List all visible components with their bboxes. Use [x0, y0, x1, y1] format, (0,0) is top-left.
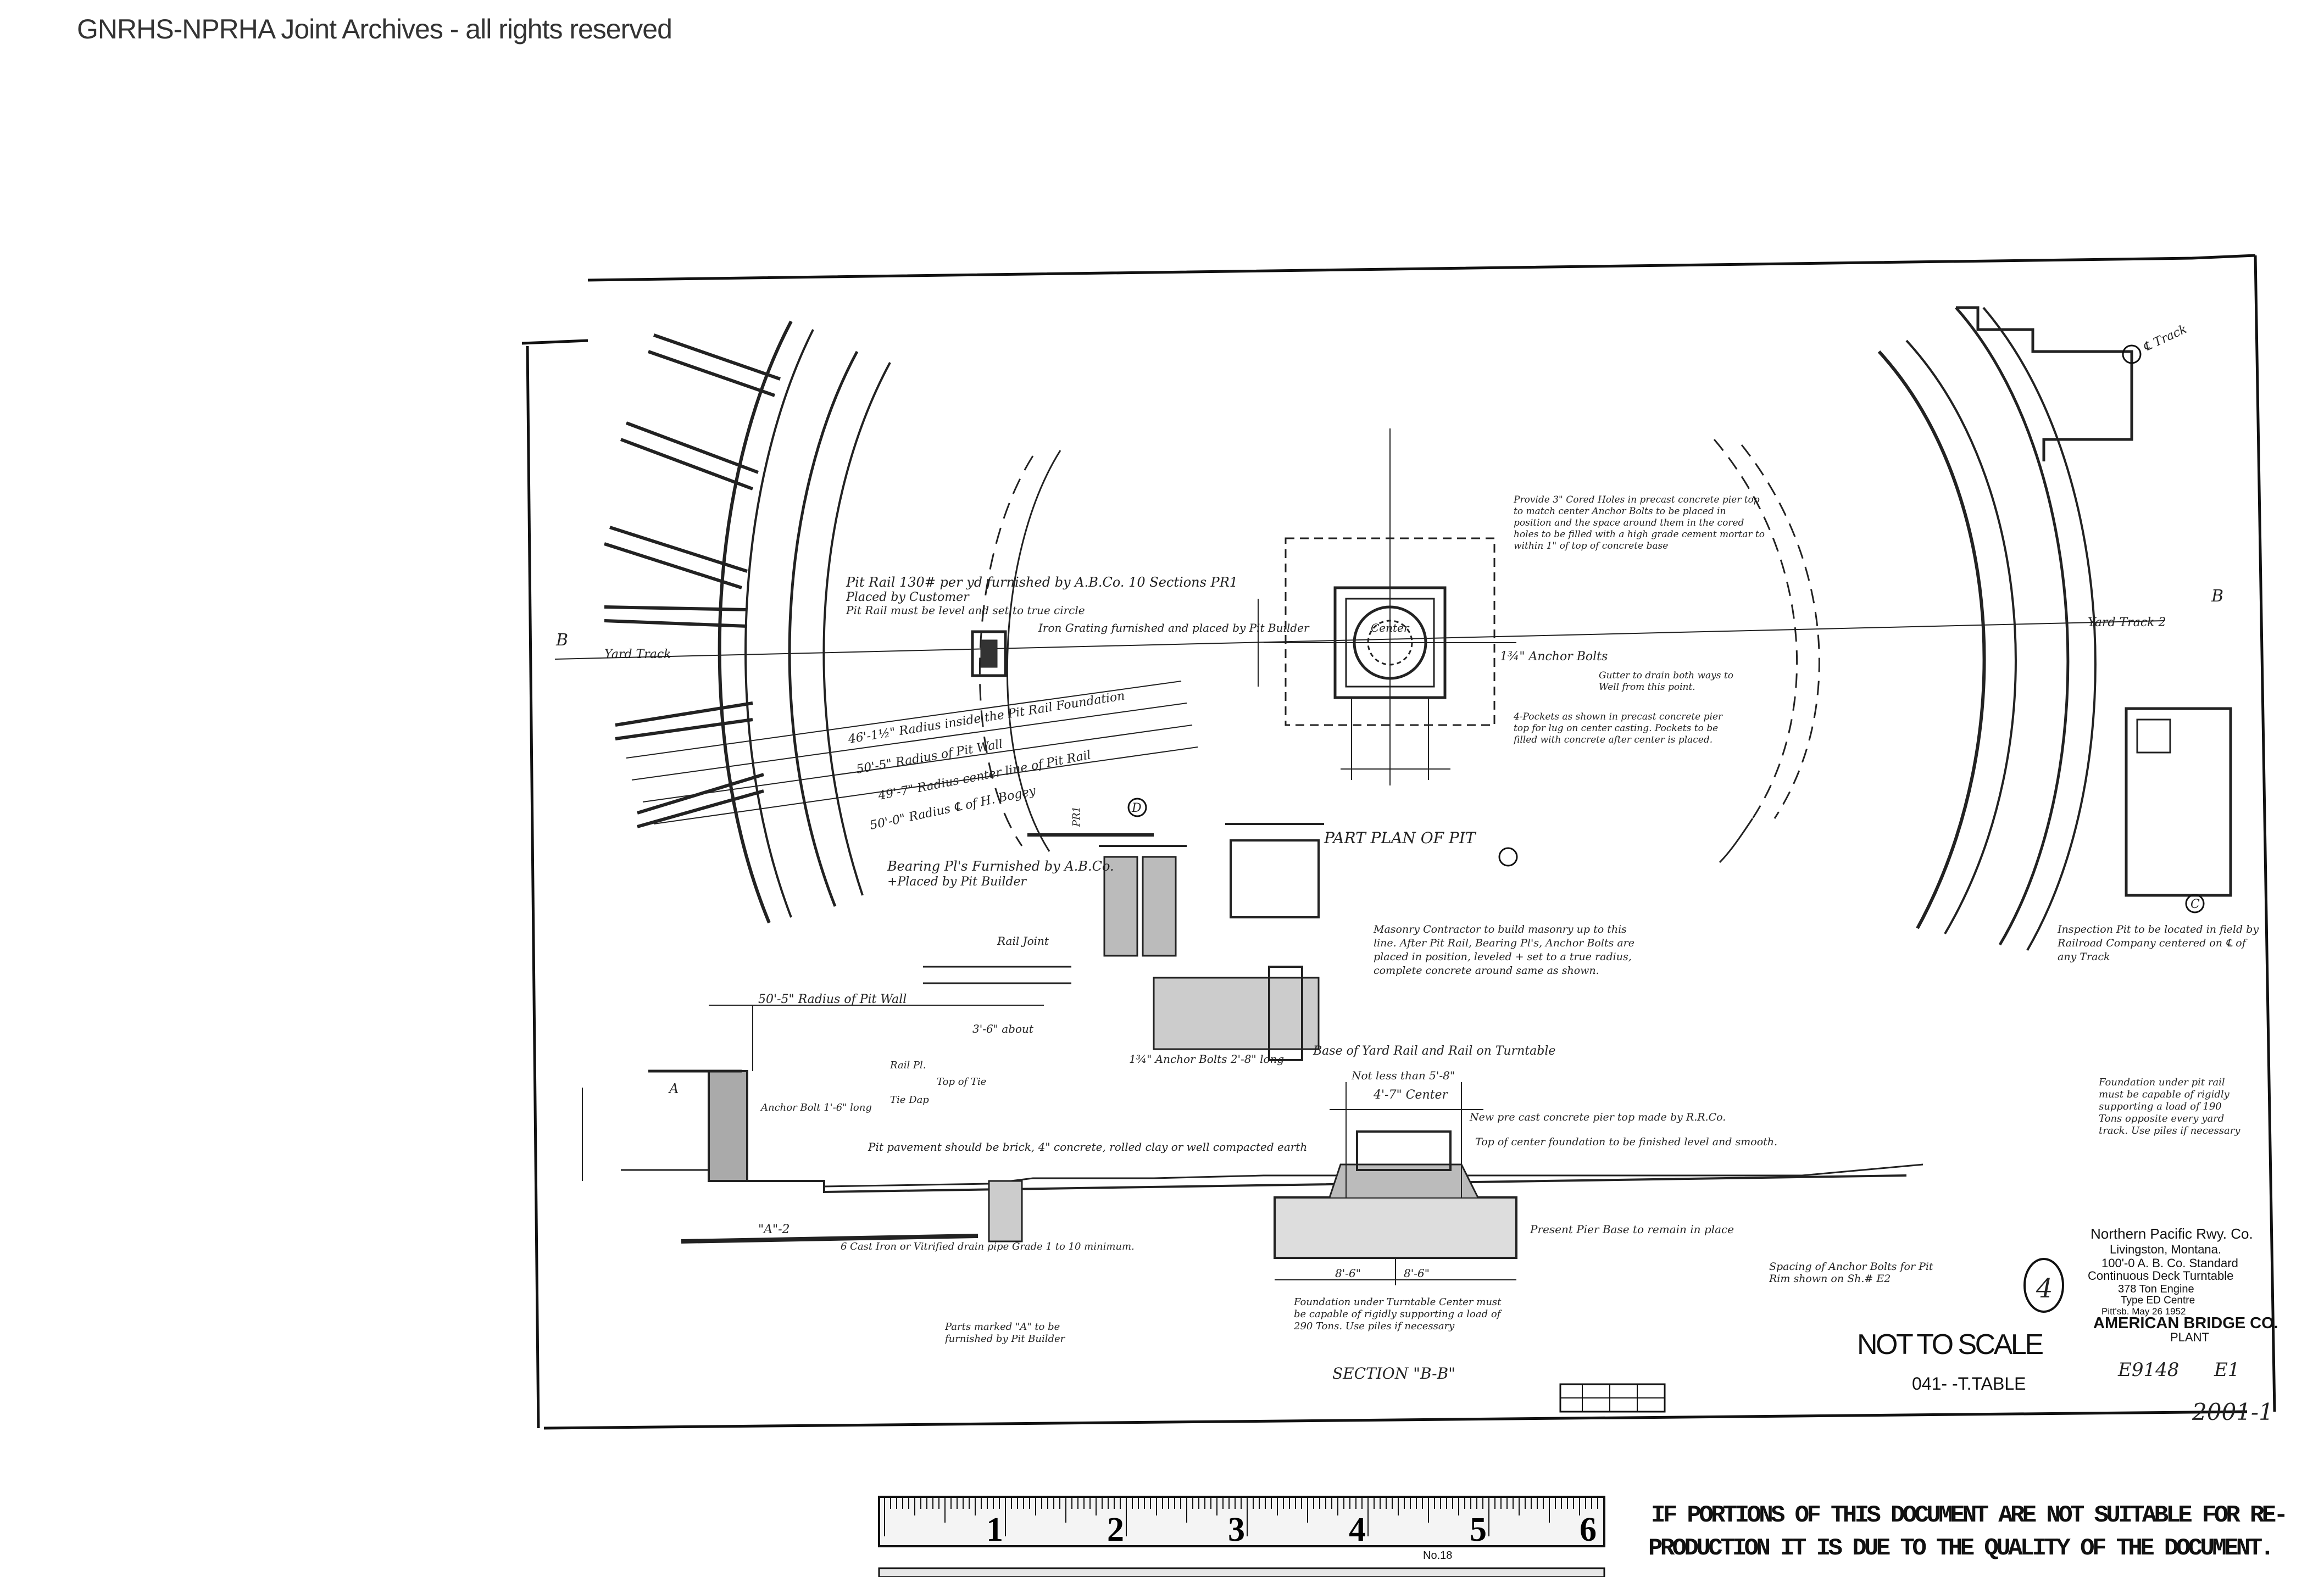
note-placed-pit-builder: +Placed by Pit Builder	[887, 875, 1027, 889]
title-standard: 100'-0 A. B. Co. Standard	[2101, 1256, 2238, 1270]
note-spacing-text: Spacing of Anchor Bolts for Pit Rim show…	[1769, 1261, 1933, 1285]
note-anchor-bolts-long: 1¾" Anchor Bolts 2'-8" long	[1129, 1052, 1284, 1066]
title-block-mark	[1559, 1258, 2064, 1413]
label-c: C	[2190, 898, 2200, 911]
label-pr1: PR1	[1071, 806, 1082, 827]
note-present-pier: Present Pier Base to remain in place	[1530, 1223, 1734, 1236]
note-pit-pavement: Pit pavement should be brick, 4" concret…	[868, 1140, 1307, 1154]
dim-radius-pit-wall-2: 50'-5" Radius of Pit Wall	[758, 993, 907, 1006]
note-foundation-center-text: Foundation under Turntable Center must b…	[1294, 1296, 1502, 1332]
note-pockets: 4-Pockets as shown in precast concrete p…	[1514, 711, 1723, 745]
masonry-section-center	[923, 823, 1324, 1061]
note-pit-rail-level: Pit Rail must be level and set to true c…	[846, 604, 1085, 617]
marker-circles	[1127, 344, 2205, 913]
dim-8-6-left: 8'-6"	[1335, 1267, 1361, 1280]
ruler-model: No.18	[1423, 1550, 1452, 1562]
sheet-border	[521, 254, 2276, 1430]
note-cast-iron: 6 Cast Iron or Vitrified drain pipe Grad…	[841, 1241, 1135, 1252]
ruler-number: 4	[1349, 1511, 1366, 1548]
title-deck: Continuous Deck Turntable	[2088, 1269, 2233, 1283]
note-foundation-center: Foundation under Turntable Center must b…	[1294, 1296, 1502, 1332]
label-rail-joint: Rail Joint	[997, 934, 1049, 948]
label-d: D	[1131, 801, 1142, 815]
dim-about: 3'-6" about	[972, 1022, 1034, 1035]
note-top-center: Top of center foundation to be finished …	[1475, 1136, 1777, 1148]
title-company: AMERICAN BRIDGE CO.	[2093, 1314, 2278, 1332]
note-anchor-bolts: 1¾" Anchor Bolts	[1500, 650, 1608, 664]
title-engine: 378 Ton Engine	[2118, 1283, 2194, 1295]
title-section-bb: SECTION "B-B"	[1332, 1364, 1455, 1383]
ruler-number: 3	[1228, 1511, 1245, 1548]
note-bearing-pls: Bearing Pl's Furnished by A.B.Co.	[887, 859, 1114, 874]
note-cored-holes: Provide 3" Cored Holes in precast concre…	[1514, 494, 1765, 551]
disclaimer-line-2: PRODUCTION IT IS DUE TO THE QUALITY OF T…	[1648, 1535, 2275, 1562]
not-to-scale-label: NOT TO SCALE	[1857, 1329, 2044, 1361]
note-inspection-pit-text: Inspection Pit to be located in field by…	[2058, 923, 2259, 963]
title-date: Pitt'sb. May 26 1952	[2101, 1306, 2186, 1317]
label-a2: "A"-2	[758, 1223, 790, 1236]
title-part-plan: PART PLAN OF PIT	[1324, 829, 1477, 847]
label-yard-track-left: Yard Track	[604, 648, 671, 661]
section-b-b	[582, 1005, 1923, 1285]
note-pockets-text: 4-Pockets as shown in precast concrete p…	[1514, 711, 1723, 745]
label-tie-dap: Tie Dap	[890, 1094, 929, 1106]
label-rail-pl: Rail Pl.	[889, 1060, 926, 1071]
label-a: A	[668, 1081, 679, 1096]
note-foundation-pit-text: Foundation under pit rail must be capabl…	[2099, 1077, 2240, 1136]
pit-plan-right	[1877, 306, 2232, 951]
dim-8-6-right: 8'-6"	[1404, 1267, 1430, 1280]
archive-watermark: GNRHS-NPRHA Joint Archives - all rights …	[77, 14, 672, 44]
title-location: Livingston, Montana.	[2110, 1242, 2221, 1256]
title-drawing-no: E9148	[2117, 1359, 2179, 1381]
note-gutter: Gutter to drain both ways to Well from t…	[1599, 670, 1733, 693]
note-anchor-bolt-long: Anchor Bolt 1'-6" long	[760, 1102, 872, 1113]
note-inspection-pit: Inspection Pit to be located in field by…	[2058, 923, 2259, 963]
note-cored-holes-text: Provide 3" Cored Holes in precast concre…	[1514, 494, 1765, 551]
note-parts-marked: Parts marked "A" to be furnished by Pit …	[945, 1321, 1065, 1345]
title-railway: Northern Pacific Rwy. Co.	[2091, 1225, 2253, 1242]
pit-plan-left	[554, 320, 2165, 924]
note-placed-customer: Placed by Customer	[846, 590, 970, 604]
dim-center: 4'-7" Center	[1373, 1088, 1448, 1102]
ruler-number: 5	[1470, 1511, 1487, 1548]
note-iron-grating: Iron Grating furnished and placed by Pit…	[1038, 621, 1310, 634]
note-masonry: Masonry Contractor to build masonry up t…	[1374, 923, 1634, 977]
title-type: Type ED Centre	[2121, 1295, 2195, 1306]
label-track-c: ℄ Track	[2141, 322, 2189, 355]
note-foundation-pit: Foundation under pit rail must be capabl…	[2099, 1077, 2240, 1136]
part-plan-of-pit	[1258, 428, 1516, 785]
note-parts-marked-text: Parts marked "A" to be furnished by Pit …	[945, 1321, 1065, 1345]
label-section-b-right: B	[2211, 587, 2223, 606]
note-spacing: Spacing of Anchor Bolts for Pit Rim show…	[1769, 1261, 1933, 1285]
measuring-ruler	[878, 1496, 1605, 1577]
title-sheet-circle: 4	[2036, 1273, 2053, 1304]
label-center: Center	[1371, 621, 1410, 634]
note-masonry-text: Masonry Contractor to build masonry up t…	[1374, 923, 1634, 977]
label-yard-track-right: Yard Track 2	[2088, 616, 2166, 629]
label-top-of-tie: Top of Tie	[937, 1076, 986, 1088]
title-block: Northern Pacific Rwy. Co. Livingston, Mo…	[2036, 1225, 2278, 1381]
note-gutter-text: Gutter to drain both ways to Well from t…	[1599, 670, 1733, 693]
ruler-numbers: 1 2 3 4 5 6 No.18	[986, 1511, 1597, 1562]
file-code: 041- -T.TABLE	[1912, 1374, 2026, 1394]
document-number: 2001-1	[2192, 1398, 2273, 1425]
pit-arcs-middle	[1713, 439, 1820, 863]
ruler-number: 1	[986, 1511, 1003, 1548]
dim-not-less-than: Not less than 5'-8"	[1351, 1069, 1455, 1082]
note-base-yard-rail: Base of Yard Rail and Rail on Turntable	[1313, 1044, 1555, 1058]
title-sheet: E1	[2214, 1359, 2239, 1381]
ruler-number: 6	[1580, 1511, 1597, 1548]
ruler-number: 2	[1107, 1511, 1124, 1548]
note-new-precast: New pre cast concrete pier top made by R…	[1469, 1111, 1726, 1123]
note-pit-rail: Pit Rail 130# per yd furnished by A.B.Co…	[846, 575, 1238, 590]
title-plant: PLANT	[2170, 1330, 2209, 1344]
label-section-b-left: B	[555, 631, 568, 650]
disclaimer-line-1: IF PORTIONS OF THIS DOCUMENT ARE NOT SUI…	[1651, 1502, 2288, 1529]
